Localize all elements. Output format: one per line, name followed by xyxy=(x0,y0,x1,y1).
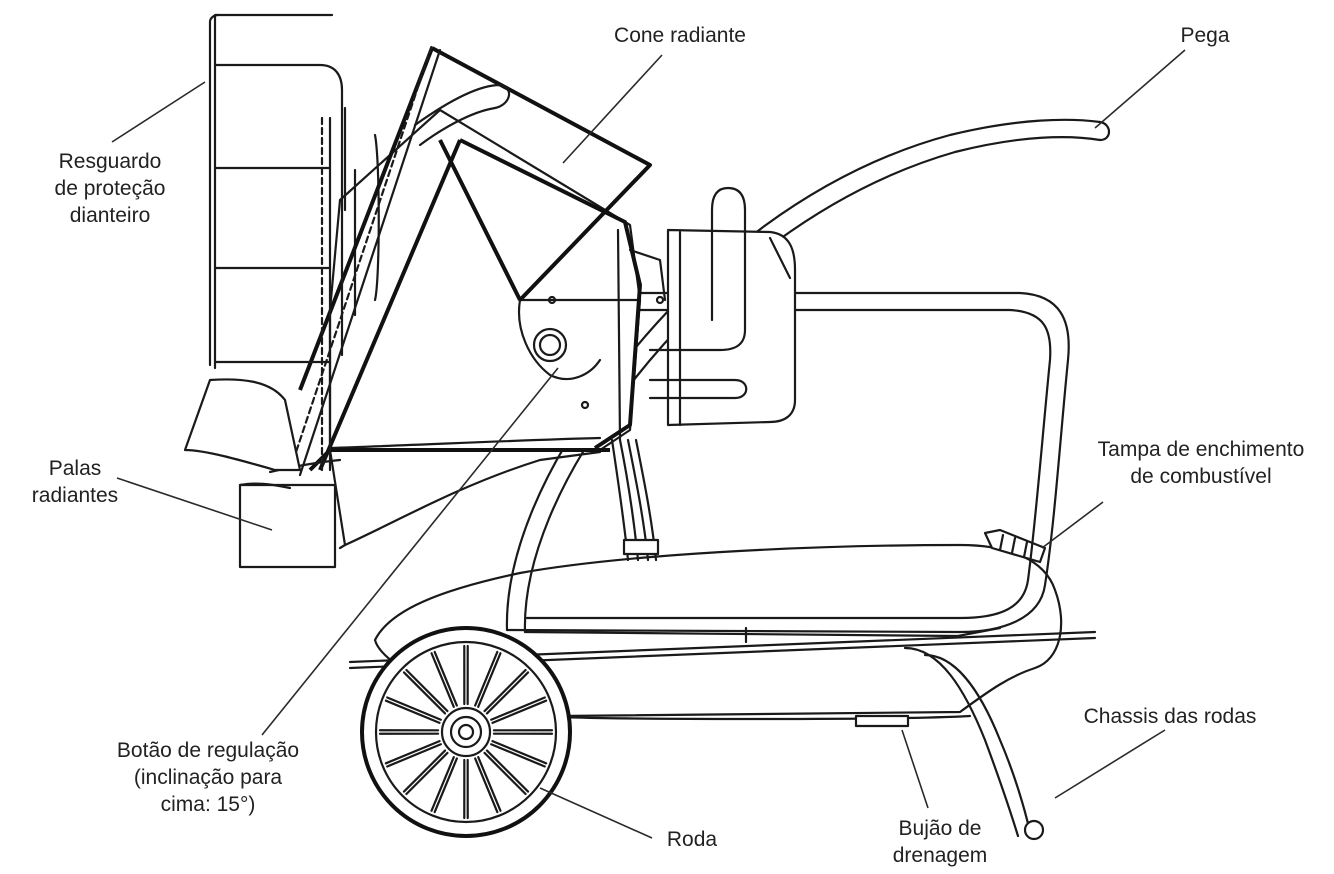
leader-front-guard xyxy=(111,81,206,143)
wheel-chassis-frame xyxy=(903,646,1045,841)
wheel-spoke xyxy=(474,650,502,708)
wheel-spoke xyxy=(430,756,458,814)
wheel-spoke xyxy=(492,729,554,735)
leader-radiant-blades xyxy=(116,477,273,531)
label-drain-plug: Bujão de drenagem xyxy=(892,817,988,867)
wheel-spoke xyxy=(490,740,548,768)
front-guard xyxy=(183,13,344,569)
label-handle: Pega xyxy=(1180,24,1230,47)
label-wheel-chassis: Chassis das rodas xyxy=(1083,705,1257,728)
label-front-guard: Resguardo de proteção dianteiro xyxy=(54,150,166,227)
label-wheel: Roda xyxy=(666,828,718,851)
fuel-hoses xyxy=(610,438,660,562)
label-fuel-cap: Tampa de enchimento de combustível xyxy=(1097,438,1305,488)
wheel-spoke xyxy=(463,644,469,706)
wheel-spoke xyxy=(384,740,442,768)
fuel-filler-cap xyxy=(983,528,1047,564)
leader-drain-plug xyxy=(901,729,929,809)
leader-lines xyxy=(111,49,1186,839)
leader-fuel-cap xyxy=(1041,501,1104,549)
wheel-graphic xyxy=(360,626,572,838)
leader-radiant-cone xyxy=(562,54,663,164)
wheel-spoke xyxy=(384,696,442,724)
label-radiant-blades: Palas radiantes xyxy=(31,457,119,507)
rear-fan-housing xyxy=(648,186,797,427)
wheel-spoke xyxy=(378,729,440,735)
radiant-blades xyxy=(268,43,442,477)
wheel-spoke xyxy=(430,650,458,708)
label-tilt-knob: Botão de regulação (inclinação para cima… xyxy=(116,739,300,816)
wheel-spoke xyxy=(402,749,449,796)
leader-wheel-chassis xyxy=(1054,729,1166,799)
wheel-spoke xyxy=(490,696,548,724)
wheel-spoke xyxy=(474,756,502,814)
wheel-spoke xyxy=(483,668,530,715)
leader-tilt-knob xyxy=(261,367,559,736)
heater-body xyxy=(328,106,667,550)
wheel-spoke xyxy=(483,749,530,796)
wheel-spoke xyxy=(402,668,449,715)
label-radiant-cone: Cone radiante xyxy=(614,24,746,47)
leader-wheel xyxy=(539,787,653,839)
leader-handle xyxy=(1094,49,1186,129)
wheel-spoke xyxy=(463,758,469,820)
drain-plug xyxy=(854,714,910,728)
